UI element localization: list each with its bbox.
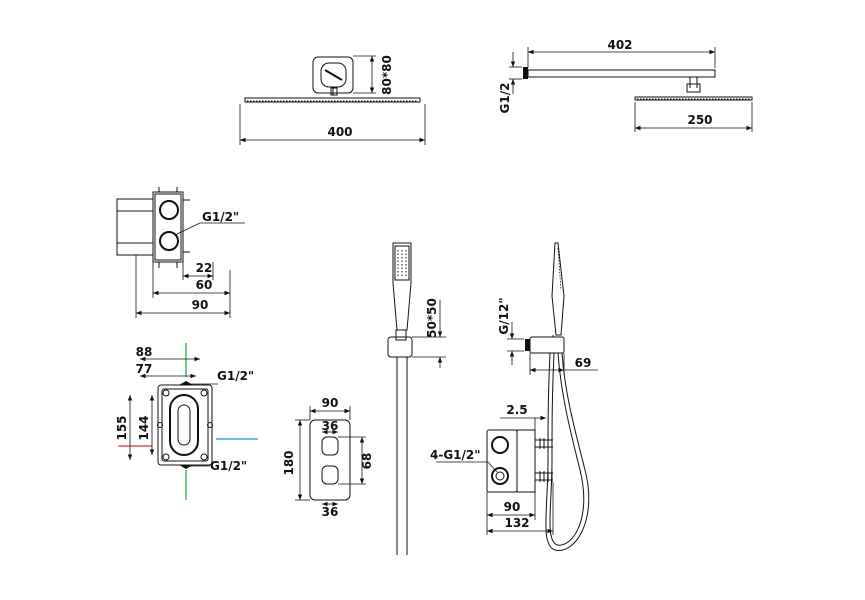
valve-front-view: 88 77 155 144 G1/2" G1/2" [115,343,258,500]
faceplate-view: 90 36 180 68 36 [282,396,374,519]
front-bottom-thread: G1/2" [210,459,247,473]
assembly-view: 2.5 4-G1/2" 90 132 [430,403,554,535]
dim-77: 77 [136,362,153,376]
knob-width-bottom: 36 [322,505,339,519]
dim-88: 88 [136,345,153,359]
knob-pitch: 68 [360,453,374,470]
faceplate-width: 90 [322,396,339,410]
hand-offset-dim: 69 [575,356,592,370]
rain-width-dim: 400 [327,125,352,139]
rain-shower-front-view: 80*80 400 [239,55,426,145]
outlet-dim: 50*50 [425,298,439,338]
arm-length-dim: 402 [607,38,632,52]
hand-thread-label: G/12" [497,297,511,334]
dim-60: 60 [196,278,213,292]
assembly-132: 132 [504,516,529,530]
faceplate-height: 180 [282,450,296,475]
dim-144: 144 [137,415,151,440]
handshower-side-view: G/12" 69 [497,242,598,551]
front-top-thread: G1/2" [217,369,254,383]
arm-thread-label: G1/2 [498,83,512,114]
dim-90-side: 90 [192,298,209,312]
gap-dim: 2.5 [506,403,527,417]
assembly-90: 90 [504,500,521,514]
valve-side-view: G1/2" 22 60 90 [116,187,245,318]
dim-22: 22 [196,261,213,275]
dim-155: 155 [115,415,129,440]
valve-thread-label: G1/2" [202,210,239,224]
rain-shower-side-view: 402 G1/2 250 [498,38,753,132]
knob-width-top: 36 [322,419,339,433]
ports-label: 4-G1/2" [430,448,481,462]
head-width-dim: 250 [687,113,712,127]
plate-dim: 80*80 [380,55,394,95]
handshower-front-view: 50*50 [387,242,446,555]
